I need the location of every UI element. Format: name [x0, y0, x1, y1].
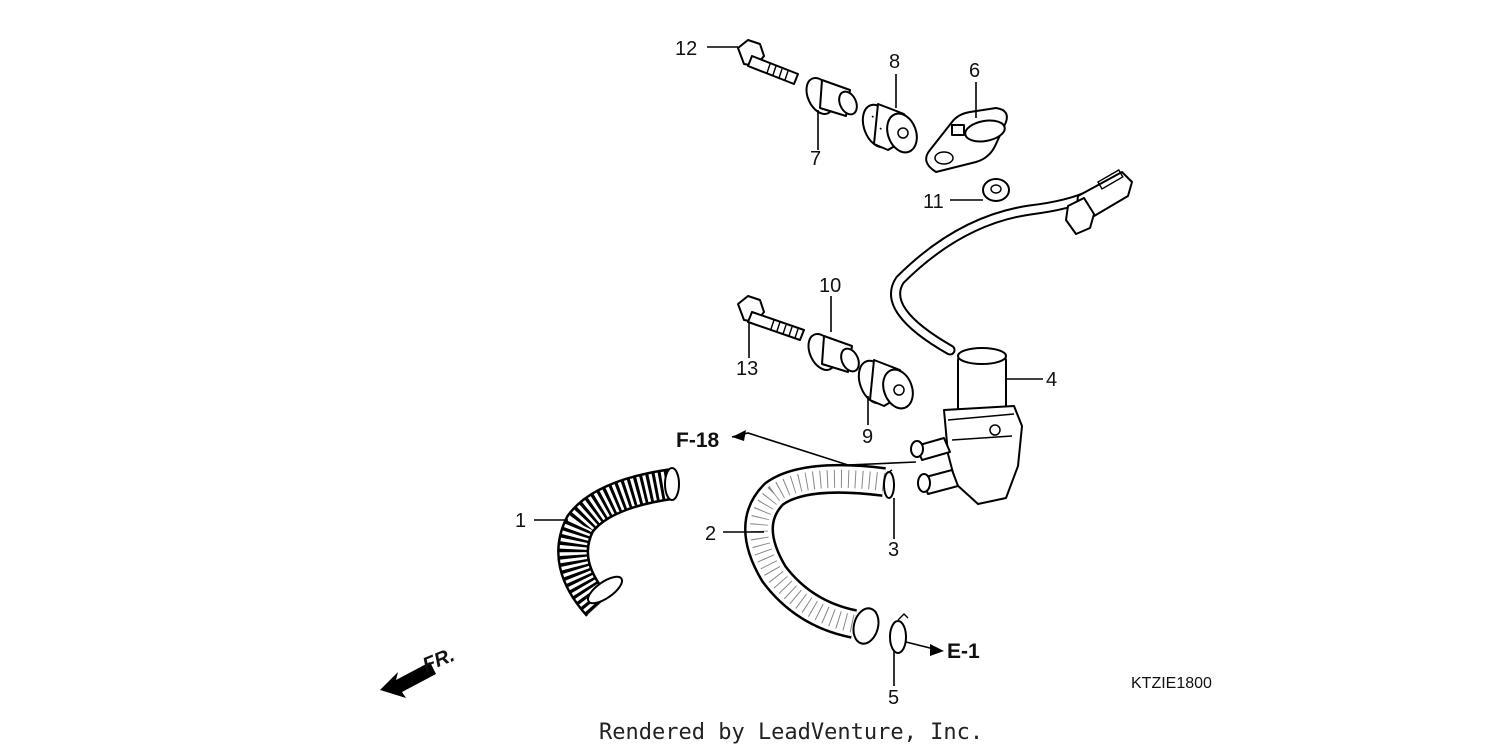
callout-7: 7 [810, 148, 821, 170]
part-5-clip[interactable] [889, 613, 909, 654]
wire-harness[interactable] [890, 169, 1133, 356]
front-direction-arrow-icon [380, 662, 436, 698]
leader-lines [534, 46, 1043, 686]
part-10-collar[interactable] [803, 330, 862, 375]
part-6-stay[interactable] [925, 107, 1008, 173]
front-marker-label: FR. [420, 644, 458, 676]
part-7-collar[interactable] [801, 74, 860, 119]
callout-5: 5 [888, 687, 899, 709]
callout-1: 1 [515, 510, 526, 532]
callout-9: 9 [862, 426, 873, 448]
callout-4: 4 [1046, 369, 1057, 391]
callout-3: 3 [888, 539, 899, 561]
callout-11: 11 [923, 191, 944, 213]
part-4-solenoid-valve[interactable] [910, 347, 1023, 505]
callout-13: 13 [736, 358, 758, 380]
part-11-washer[interactable] [982, 178, 1010, 202]
part-1-corrugated-tube[interactable] [557, 467, 680, 617]
part-2-hose[interactable] [744, 463, 886, 647]
reference-f18-link[interactable]: F-18 [676, 429, 720, 452]
diagram-code: KTZIE1800 [1131, 675, 1212, 692]
part-13-bolt[interactable] [737, 295, 805, 341]
callout-10: 10 [819, 275, 841, 297]
callout-2: 2 [705, 523, 716, 545]
callout-6: 6 [969, 60, 980, 82]
footer-credit: Rendered by LeadVenture, Inc. [599, 720, 983, 745]
part-8-grommet[interactable] [857, 101, 922, 157]
part-12-bolt[interactable] [737, 39, 799, 85]
part-3-clip[interactable] [883, 469, 895, 499]
reference-e1-link[interactable]: E-1 [947, 640, 980, 663]
callout-8: 8 [889, 51, 900, 73]
callout-12: 12 [675, 38, 697, 60]
part-9-grommet[interactable] [853, 357, 918, 413]
